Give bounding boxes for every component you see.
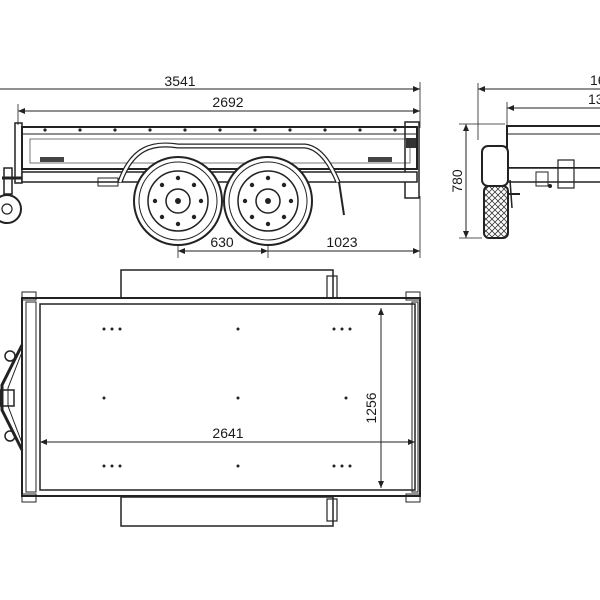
top-drawbar	[0, 344, 24, 451]
side-view: 3541 2692 630 1023	[0, 73, 421, 258]
top-view: 2641 1256	[0, 269, 421, 527]
rear-mudguard	[481, 145, 509, 187]
jockey-wheel	[0, 194, 22, 224]
rear-overhang-label: 1023	[326, 234, 357, 250]
side-chassis-frame	[21, 171, 418, 183]
load-length-label: 2641	[212, 425, 243, 441]
side-height-label: 780	[449, 169, 465, 193]
rear-body-panel	[506, 125, 600, 169]
bed-fixing-points	[102, 327, 352, 468]
side-wheel-rear	[223, 156, 313, 246]
top-mudguard-upper	[120, 269, 334, 300]
overall-length-label: 3541	[164, 73, 195, 89]
side-rivets	[43, 128, 397, 132]
top-mudguard-lower	[120, 496, 334, 527]
body-length-label: 2692	[212, 94, 243, 110]
axle-spacing-label: 630	[210, 234, 234, 250]
top-load-bed	[39, 303, 416, 491]
side-wheel-front	[133, 156, 223, 246]
rear-tire	[483, 185, 509, 239]
overall-width-label: 16	[590, 72, 600, 88]
rear-view: 780 16 13	[449, 72, 600, 239]
load-width-label: 1256	[363, 392, 379, 423]
body-width-label: 13	[588, 91, 600, 107]
